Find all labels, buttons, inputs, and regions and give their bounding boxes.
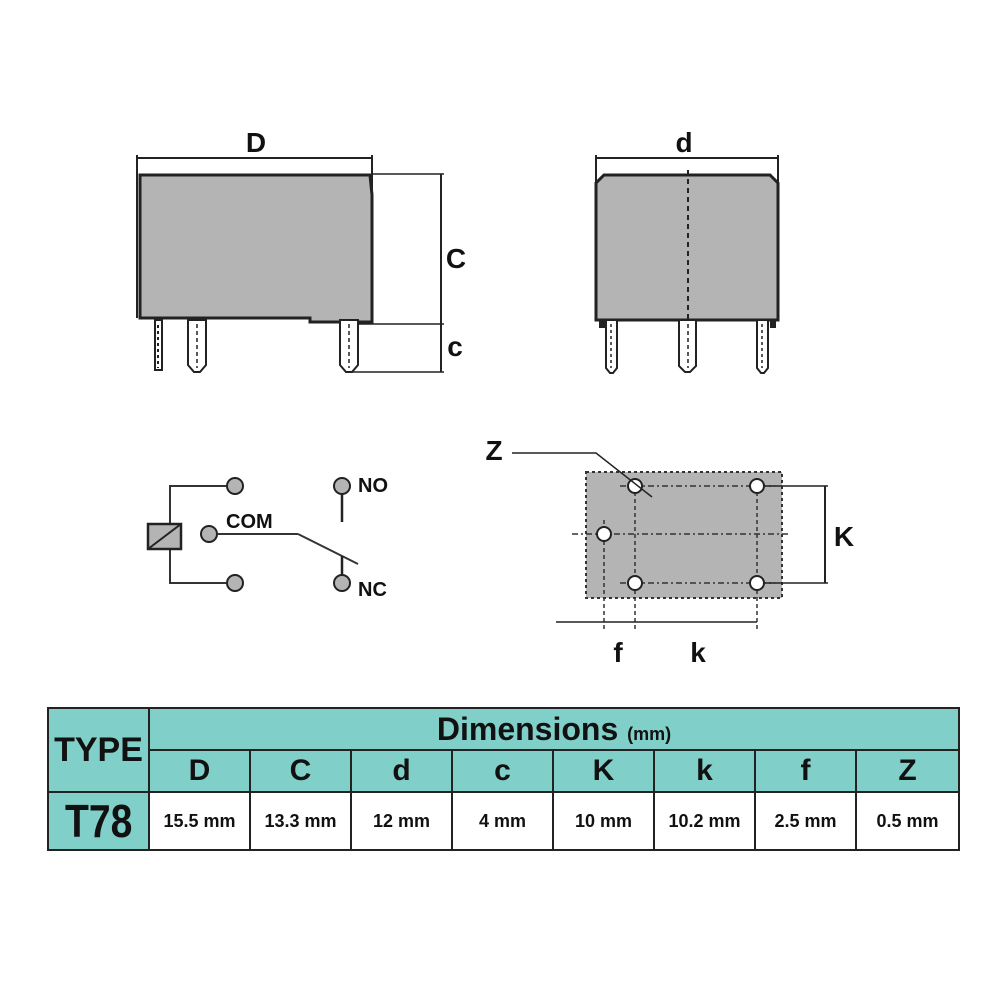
column-header: C — [249, 749, 352, 793]
relay-schematic: COM NO NC — [146, 475, 388, 601]
column-header: f — [754, 749, 857, 793]
column-header: c — [451, 749, 554, 793]
dim-label-f: f — [613, 637, 623, 668]
dimensions-unit: (mm) — [627, 723, 672, 744]
front-view: D C c — [136, 127, 466, 373]
type-value-cell: T78 — [47, 791, 150, 851]
table-cell: 2.5 mm — [754, 791, 857, 851]
table-cell: 0.5 mm — [854, 791, 961, 851]
dimensions-table: TYPE Dimensions (mm) D C d c K k f Z T78… — [47, 707, 961, 851]
column-header: d — [350, 749, 453, 793]
dim-label-k: k — [690, 637, 706, 668]
table-cell: 10.2 mm — [653, 791, 756, 851]
type-value: T78 — [64, 795, 133, 847]
footprint-holes — [596, 478, 765, 591]
dim-label-C: C — [446, 243, 466, 274]
com-terminal — [200, 525, 218, 543]
footprint-outline — [585, 471, 783, 599]
relay-body-side — [594, 173, 780, 322]
column-header: k — [653, 749, 756, 793]
column-header: K — [552, 749, 655, 793]
no-terminal — [333, 477, 351, 495]
table-cell: 10 mm — [552, 791, 655, 851]
coil-terminal-bottom — [226, 574, 244, 592]
nc-terminal — [333, 574, 351, 592]
coil-terminal-top — [226, 477, 244, 495]
com-label: COM — [226, 511, 273, 533]
table-cell: 4 mm — [451, 791, 554, 851]
dimensions-title: Dimensions (mm) — [147, 707, 961, 751]
dim-label-K: K — [834, 521, 854, 552]
pcb-footprint: Z K f k — [485, 435, 854, 668]
table-cell: 15.5 mm — [148, 791, 251, 851]
dim-label-d: d — [675, 127, 692, 158]
side-view: d — [594, 127, 780, 374]
table-cell: 13.3 mm — [249, 791, 352, 851]
front-pins — [154, 319, 359, 373]
no-label: NO — [358, 475, 388, 497]
dim-label-D: D — [246, 127, 266, 158]
dim-label-c: c — [447, 331, 463, 362]
dimensions-title-text: Dimensions — [436, 710, 619, 747]
relay-body-front — [138, 173, 374, 324]
type-header: TYPE — [47, 707, 150, 793]
side-pins — [599, 319, 776, 374]
column-header: Z — [854, 749, 961, 793]
dim-label-Z: Z — [485, 435, 502, 466]
relay-drawing: D C c d — [136, 127, 854, 668]
table-cell: 12 mm — [350, 791, 453, 851]
column-header: D — [148, 749, 251, 793]
nc-label: NC — [358, 579, 387, 601]
